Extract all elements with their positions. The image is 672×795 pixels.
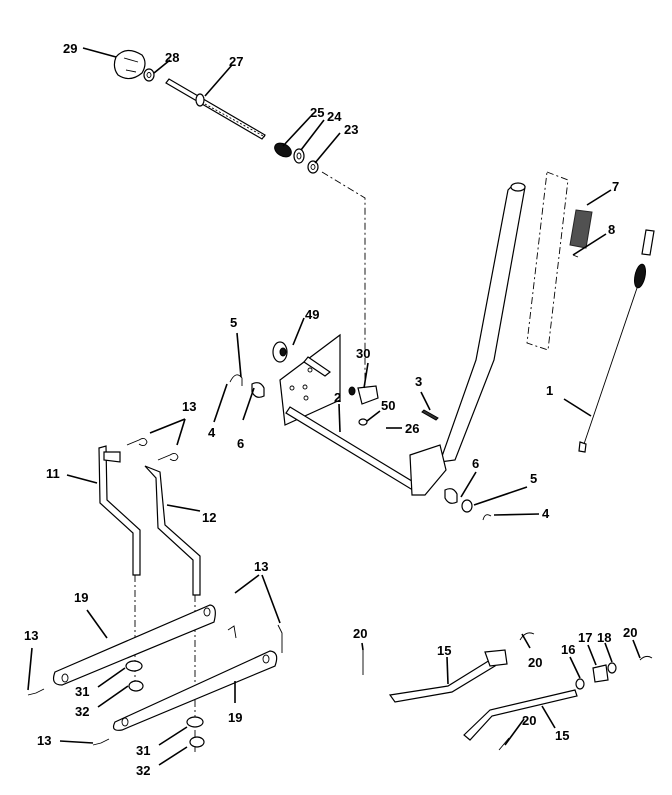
washer-28 — [143, 68, 155, 82]
callout-31-lower: 31 — [136, 743, 150, 758]
bushing-6-right — [444, 488, 458, 504]
callout-26: 26 — [405, 421, 419, 436]
callout-27: 27 — [229, 54, 243, 69]
callout-18: 18 — [597, 630, 611, 645]
callout-11: 11 — [46, 466, 60, 481]
knob-29 — [113, 49, 146, 80]
hairpin-13-top — [126, 437, 179, 462]
callout-4-right: 4 — [542, 506, 550, 521]
callout-13-bottom: 13 — [37, 733, 51, 748]
nut-16 — [575, 678, 585, 690]
trunnion-17 — [592, 664, 609, 683]
lift-arm-19-upper — [52, 604, 216, 686]
pin-3 — [421, 409, 439, 421]
callout-5-left: 5 — [230, 315, 237, 330]
bushing-6-left — [251, 382, 265, 398]
pivot-shaft-2 — [285, 406, 421, 493]
callout-1: 1 — [546, 383, 553, 398]
callout-19-upper: 19 — [74, 590, 88, 605]
callout-30: 30 — [356, 346, 370, 361]
link-rod-12 — [144, 465, 201, 596]
callout-6-right: 6 — [472, 456, 479, 471]
callout-13-top: 13 — [182, 399, 196, 414]
callout-32-lower: 32 — [136, 763, 150, 778]
callout-32-upper: 32 — [75, 704, 89, 719]
callout-2: 2 — [334, 390, 341, 405]
clip-4-right — [482, 514, 492, 521]
callout-50: 50 — [381, 398, 395, 413]
rod-15-upper — [388, 649, 508, 703]
callout-28: 28 — [165, 50, 179, 65]
callout-5-right: 5 — [530, 471, 537, 486]
alignment-line — [321, 171, 366, 395]
callout-20-left: 20 — [353, 626, 367, 641]
washer-5-right — [461, 499, 473, 513]
callout-20-bottom: 20 — [522, 713, 536, 728]
callout-15-lower: 15 — [555, 728, 569, 743]
callout-13-left: 13 — [24, 628, 38, 643]
callout-17: 17 — [578, 630, 592, 645]
bushings-31-32-lower — [186, 716, 205, 748]
callout-15-upper: 15 — [437, 643, 451, 658]
callout-20-mid: 20 — [528, 655, 542, 670]
nut-18 — [607, 662, 617, 674]
lift-arm-19-lower — [112, 650, 278, 731]
callout-12: 12 — [202, 510, 216, 525]
nut-23 — [307, 160, 319, 174]
callout-3: 3 — [415, 374, 422, 389]
callout-31-upper: 31 — [75, 684, 89, 699]
callout-49: 49 — [305, 307, 319, 322]
callout-13-right: 13 — [254, 559, 268, 574]
callout-19-lower: 19 — [228, 710, 242, 725]
link-rod-11 — [98, 445, 141, 576]
clip-4-5-left — [229, 374, 243, 386]
callout-7: 7 — [612, 179, 619, 194]
callout-6-left: 6 — [237, 436, 244, 451]
callout-29: 29 — [63, 41, 77, 56]
callout-16: 16 — [561, 642, 575, 657]
washer-24 — [293, 148, 305, 164]
trunnion-30 — [348, 385, 379, 405]
washer-49 — [272, 341, 288, 363]
callout-23: 23 — [344, 122, 358, 137]
grip-7 — [569, 209, 593, 249]
leader-lines — [27, 47, 641, 766]
clips-20 — [362, 632, 653, 751]
spring-25 — [274, 142, 292, 158]
hairpins-13-lower — [27, 624, 283, 746]
callout-20-right: 20 — [623, 625, 637, 640]
threaded-rod-27 — [165, 78, 266, 140]
callout-8: 8 — [608, 222, 615, 237]
callout-4-left: 4 — [208, 425, 216, 440]
phantom-outline — [526, 171, 569, 351]
bushings-31-32-upper — [125, 660, 144, 692]
lift-lever — [409, 182, 526, 496]
mounting-bracket — [279, 333, 341, 426]
callout-24: 24 — [327, 109, 342, 124]
nut-50 — [358, 418, 368, 426]
rod-15-lower — [463, 689, 578, 741]
callout-25: 25 — [310, 105, 324, 120]
cable-1 — [578, 229, 655, 453]
